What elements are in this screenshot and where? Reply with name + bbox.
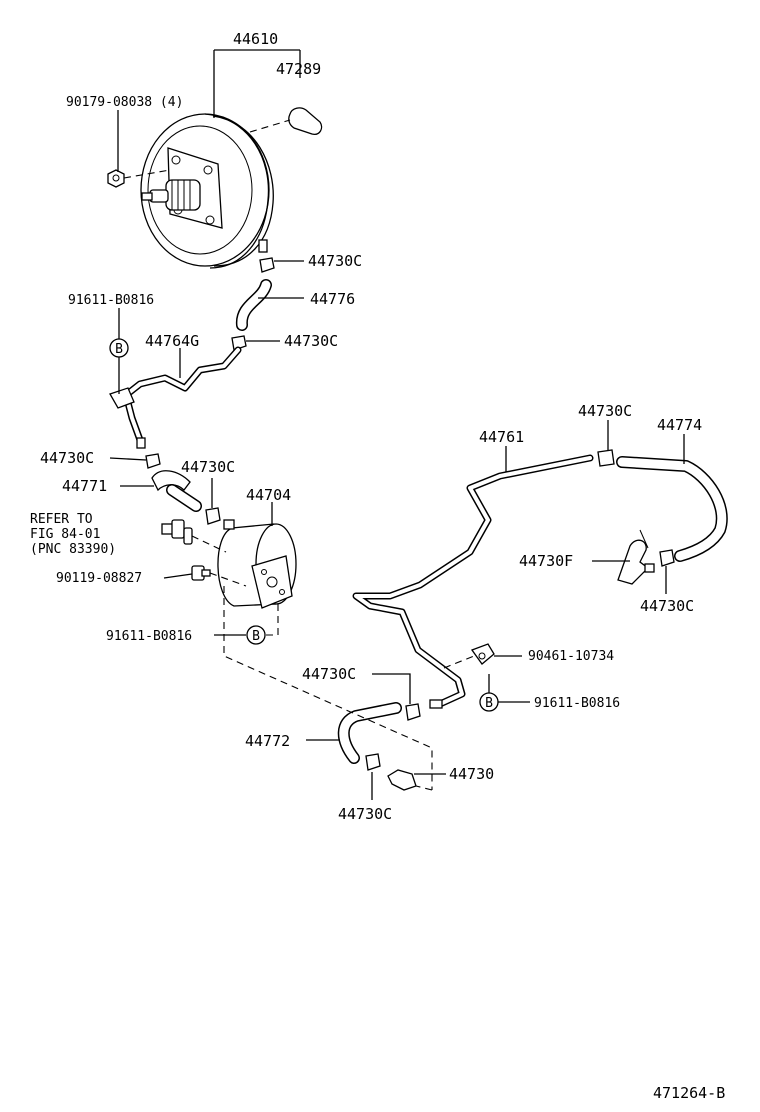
clamp-44730c-6 (365, 753, 381, 771)
label-44730f: 44730F (519, 552, 573, 570)
hose-44774 (616, 456, 728, 562)
label-91611-mid: 91611-B0816 (106, 629, 192, 644)
label-90461: 90461-10734 (528, 649, 614, 664)
label-44772: 44772 (245, 732, 290, 750)
label-90119: 90119-08827 (56, 571, 142, 586)
vacuum-switch-ref (161, 519, 193, 545)
brake-booster-44610 (140, 113, 274, 269)
leader-lines (109, 49, 685, 800)
label-44730c-5: 44730C (302, 665, 356, 683)
label-44610: 44610 (233, 30, 278, 48)
label-44776: 44776 (310, 290, 355, 308)
label-44730c-3: 44730C (40, 449, 94, 467)
figure-id: 471264-B (653, 1084, 725, 1102)
label-44730c-6: 44730C (338, 805, 392, 823)
label-44771: 44771 (62, 477, 107, 495)
clamp-44730c-4 (205, 507, 221, 525)
hose-44772 (337, 702, 402, 764)
svg-text:B: B (485, 696, 493, 711)
vacuum-tank-44704 (217, 519, 297, 609)
clamp-44730c-3 (145, 453, 161, 469)
svg-text:B: B (115, 342, 123, 357)
label-44730c-1: 44730C (308, 252, 362, 270)
label-47289: 47289 (276, 60, 321, 78)
clamp-44730c-2 (231, 335, 247, 351)
hose-44771 (151, 470, 202, 512)
label-44774: 44774 (657, 416, 702, 434)
bolt-90119 (191, 565, 211, 581)
label-refer-1: REFER TO (30, 512, 93, 527)
label-44704: 44704 (246, 486, 291, 504)
clamp-44730c-7 (597, 449, 615, 467)
nut-90179 (107, 169, 125, 188)
part-labels: 44610 47289 90179-08038 (4) 44730C 44776… (30, 30, 725, 1102)
label-44764g: 44764G (145, 332, 199, 350)
bracket-90461 (470, 643, 495, 665)
b-marker-3: B (479, 692, 499, 712)
label-44730: 44730 (449, 765, 494, 783)
b-marker-2: B (246, 625, 266, 645)
clamp-44730c-1 (259, 257, 275, 273)
gasket-47289 (288, 107, 323, 135)
label-refer-3: (PNC 83390) (30, 542, 116, 557)
label-91611-left: 91611-B0816 (68, 293, 154, 308)
check-valve-44730 (387, 769, 417, 791)
label-90179: 90179-08038 (4) (66, 95, 183, 110)
label-44761: 44761 (479, 428, 524, 446)
label-44730c-8: 44730C (640, 597, 694, 615)
label-44730c-2: 44730C (284, 332, 338, 350)
b-marker-1: B (109, 338, 129, 358)
bracket-44730f (617, 529, 655, 585)
label-44730c-4: 44730C (181, 458, 235, 476)
svg-text:B: B (252, 629, 260, 644)
hose-44776 (235, 279, 272, 331)
clamp-44730c-8 (659, 549, 675, 567)
clamp-44730c-5 (405, 703, 421, 721)
label-refer-2: FIG 84-01 (30, 527, 100, 542)
label-44730c-7: 44730C (578, 402, 632, 420)
label-91611-right: 91611-B0816 (534, 696, 620, 711)
pipe-44761 (352, 454, 594, 709)
pipe-44764g (109, 346, 242, 449)
